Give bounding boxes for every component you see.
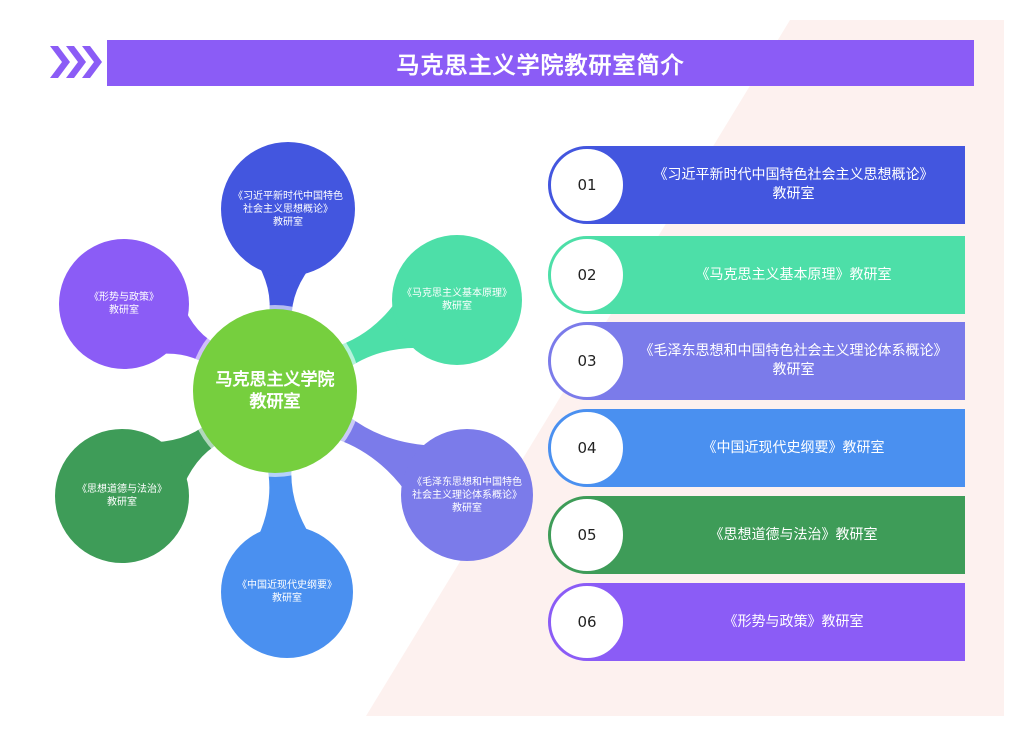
list-item-bar: 《习近平新时代中国特色社会主义思想概论》教研室 [588, 146, 965, 224]
list-item-bar: 《形势与政策》教研室 [588, 583, 965, 661]
list-item-number: 04 [548, 409, 626, 487]
list-item-number: 01 [548, 146, 626, 224]
satellite-node-text: 教研室 [109, 305, 139, 316]
list-item-number: 05 [548, 496, 626, 574]
satellite-node-4: 《中国近现代史纲要》教研室 [221, 526, 353, 658]
triple-chevron-right-icon [50, 46, 102, 78]
list-item-label: 《形势与政策》教研室 [723, 613, 864, 630]
satellite-node-text: 《形势与政策》 [89, 292, 159, 303]
satellite-node-3: 《毛泽东思想和中国特色社会主义理论体系概论》教研室 [401, 429, 533, 561]
satellite-node-text: 《思想道德与法治》 [77, 484, 167, 495]
center-node: 马克思主义学院 教研室 [193, 309, 357, 473]
satellite-node-6: 《形势与政策》教研室 [59, 239, 189, 369]
list-item-number: 03 [548, 322, 626, 400]
satellite-node-2: 《马克思主义基本原理》教研室 [392, 235, 522, 365]
list-item-label: 《思想道德与法治》教研室 [709, 526, 878, 543]
satellite-node-text: 社会主义理论体系概论》 [412, 489, 522, 501]
satellite-node-text: 《马克思主义基本原理》 [402, 288, 512, 299]
satellite-node-text: 《中国近现代史纲要》 [237, 580, 337, 591]
center-node-line1: 马克思主义学院 [215, 370, 335, 390]
list-item-number: 02 [548, 236, 626, 314]
list-item: 《形势与政策》教研室 06 [548, 583, 965, 661]
satellite-node-5: 《思想道德与法治》教研室 [55, 429, 189, 563]
satellite-node-text: 社会主义思想概论》 [243, 203, 333, 215]
satellite-node-text: 《毛泽东思想和中国特色 [412, 476, 522, 488]
list-item-bar: 《马克思主义基本原理》教研室 [588, 236, 965, 314]
list-item-label: 教研室 [772, 186, 815, 202]
satellite-node-text: 教研室 [452, 502, 482, 514]
list-item-label: 《中国近现代史纲要》教研室 [702, 439, 885, 456]
list-item: 《马克思主义基本原理》教研室 02 [548, 236, 965, 314]
list-item-bar: 《毛泽东思想和中国特色社会主义理论体系概论》教研室 [588, 322, 965, 400]
list-item: 《中国近现代史纲要》教研室 04 [548, 409, 965, 487]
satellite-node-text: 教研室 [273, 216, 303, 228]
page-title: 马克思主义学院教研室简介 [107, 40, 974, 86]
connector-4 [257, 460, 310, 538]
list-item-label: 教研室 [772, 362, 815, 378]
list-item-label: 《马克思主义基本原理》教研室 [695, 266, 892, 283]
list-item-number: 06 [548, 583, 626, 661]
list-item-label: 《毛泽东思想和中国特色社会主义理论体系概论》 [639, 343, 948, 359]
list-item: 《思想道德与法治》教研室 05 [548, 496, 965, 574]
list-item-bar: 《思想道德与法治》教研室 [588, 496, 965, 574]
satellite-node-text: 教研室 [107, 497, 137, 508]
satellite-node-1: 《习近平新时代中国特色社会主义思想概论》教研室 [221, 142, 355, 276]
satellite-node-text: 教研室 [272, 593, 302, 604]
center-node-line2: 教研室 [249, 392, 301, 412]
satellite-node-text: 《习近平新时代中国特色 [233, 190, 343, 202]
list-item-label: 《习近平新时代中国特色社会主义思想概论》 [653, 167, 934, 183]
list-item-bar: 《中国近现代史纲要》教研室 [588, 409, 965, 487]
satellite-node-text: 教研室 [442, 301, 472, 312]
